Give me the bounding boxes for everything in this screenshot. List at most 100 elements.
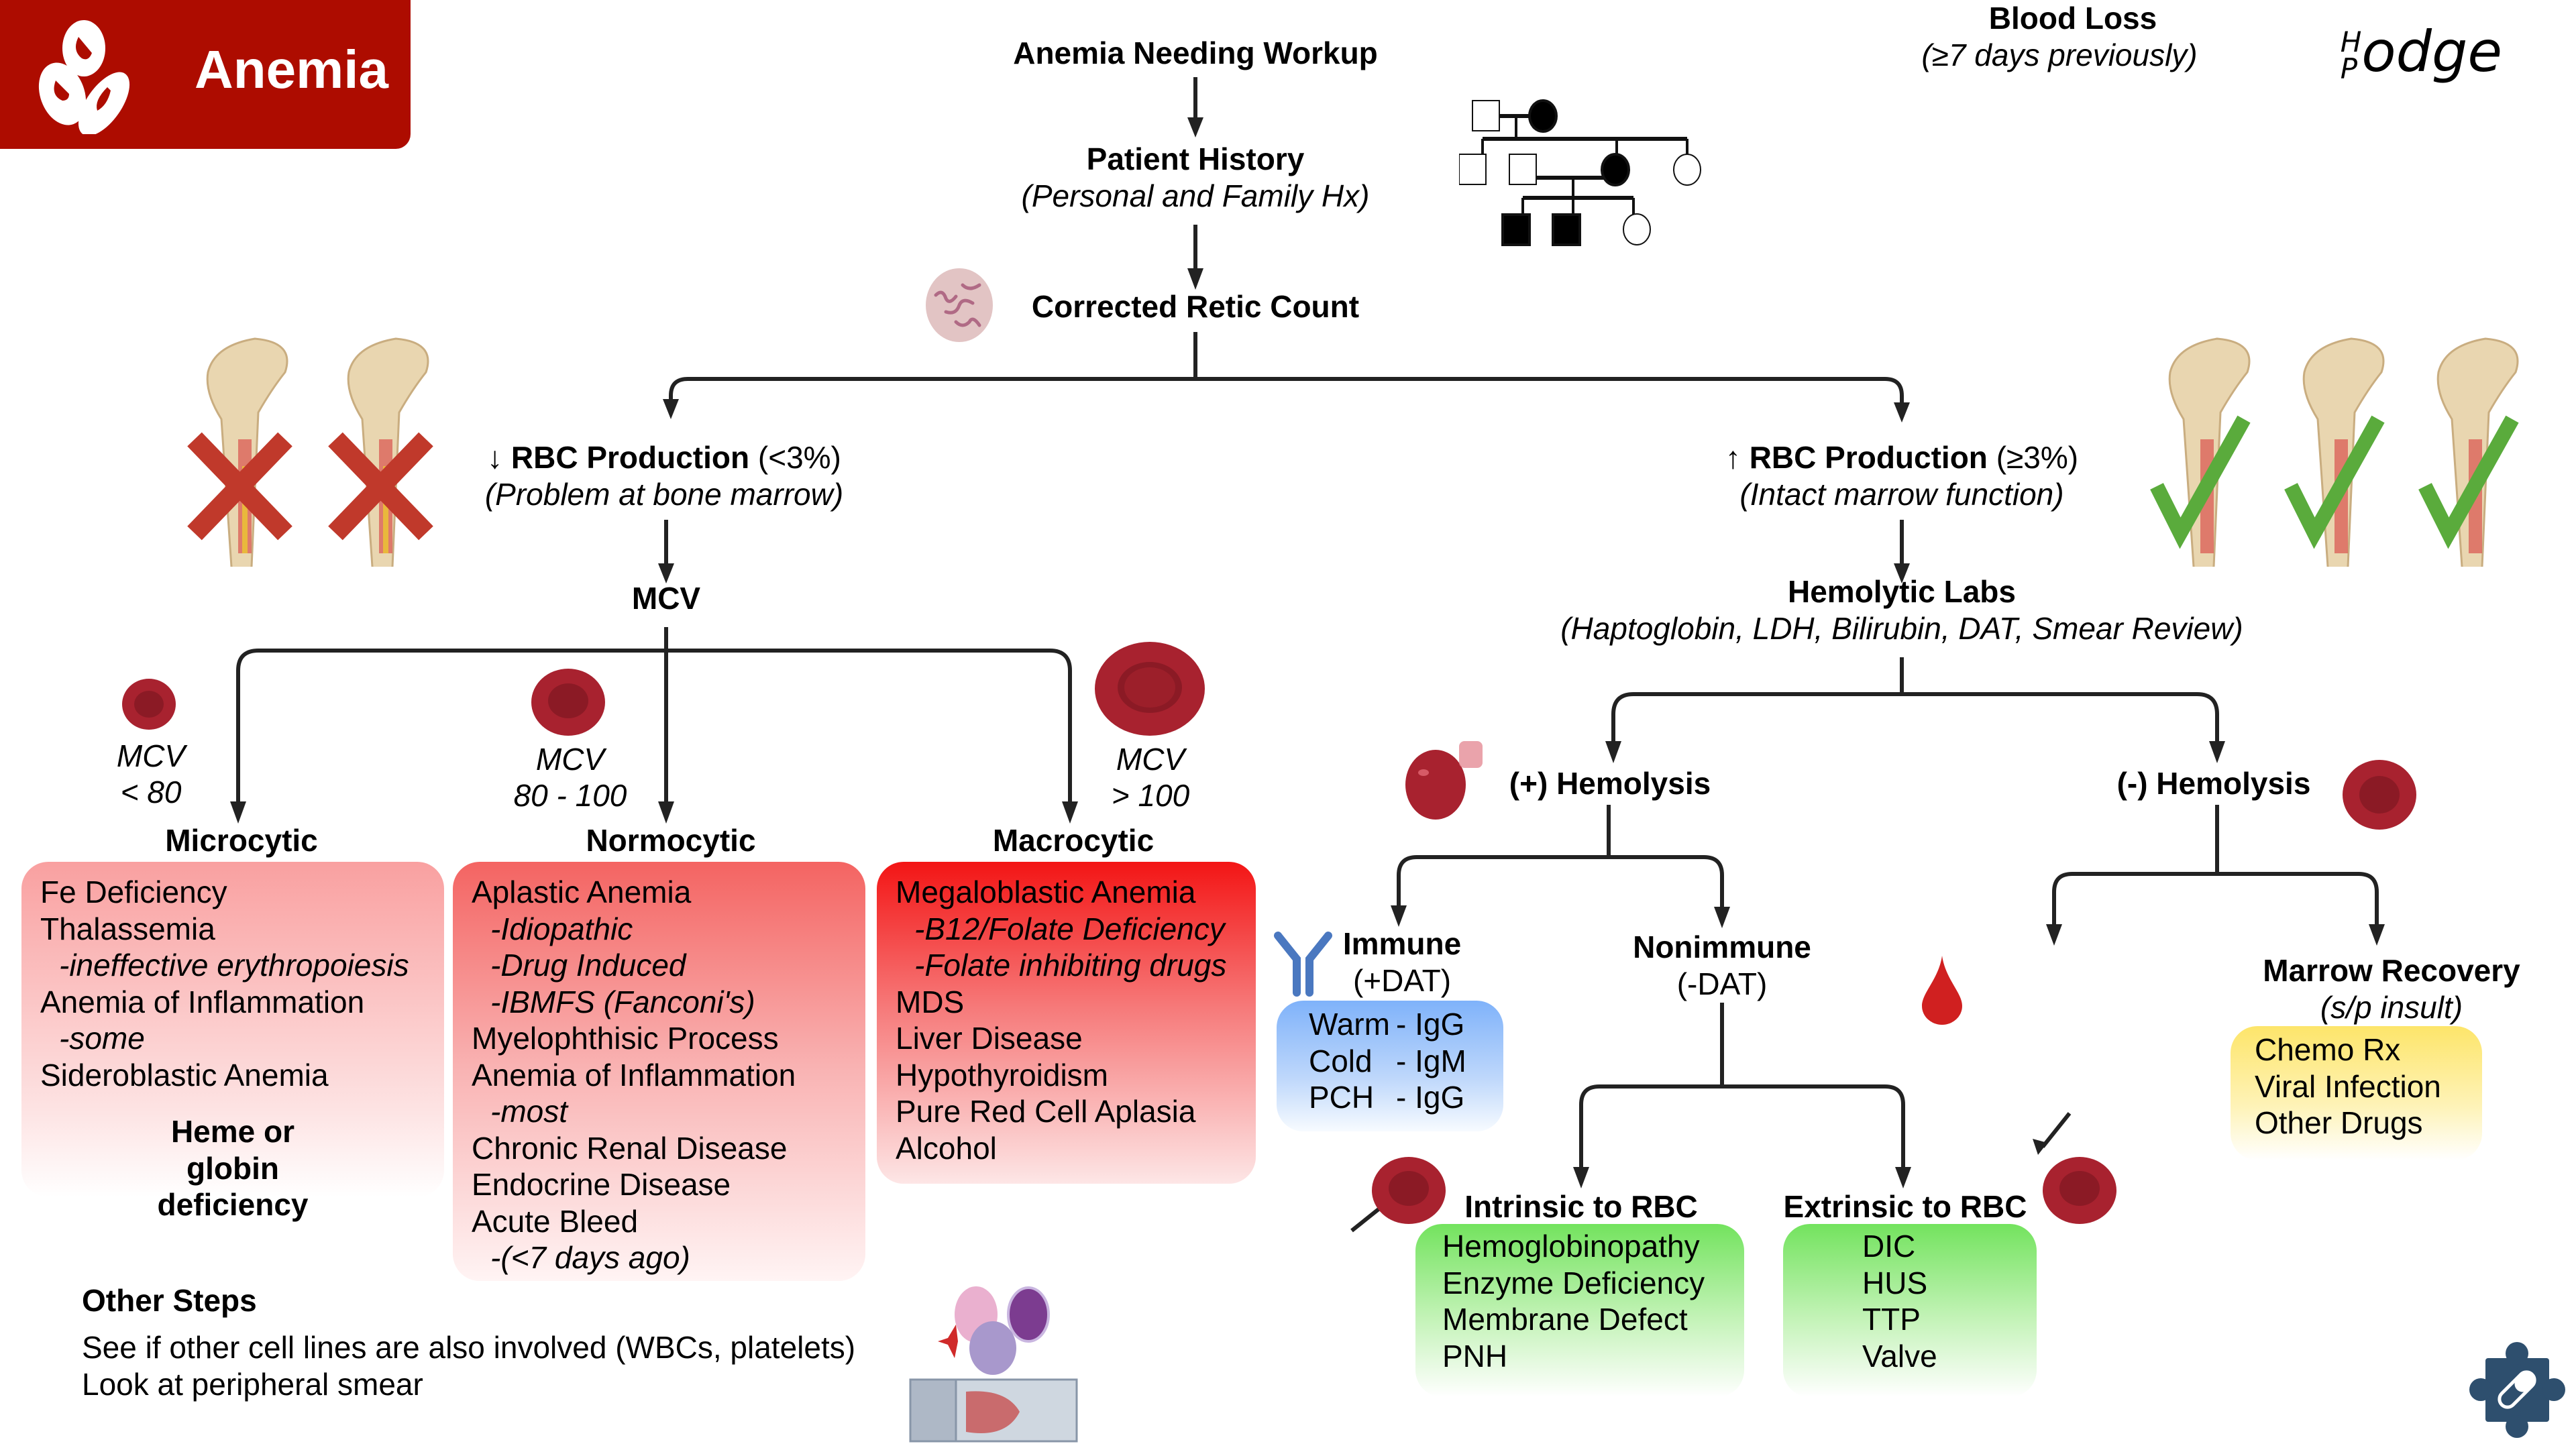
- down-arrow-icon: ↓: [487, 440, 503, 475]
- high-rbc-production-node: ↑ RBC Production (≥3%) (Intact marrow fu…: [1667, 439, 2137, 513]
- title-banner: Anemia: [0, 0, 411, 149]
- category-note: Heme or globin deficiency: [157, 1114, 309, 1222]
- high-production-threshold: (≥3%): [1996, 440, 2079, 475]
- marrow-recovery-subtitle: (s/p insult): [2320, 990, 2463, 1025]
- list-item: TTP: [1862, 1302, 1921, 1337]
- list-item: Myelophthisic Process: [472, 1021, 779, 1056]
- low-rbc-production-node: ↓ RBC Production (<3%) (Problem at bone …: [429, 439, 899, 513]
- positive-hemolysis-node: (+) Hemolysis: [1509, 766, 1711, 801]
- negative-hemolysis-node: (-) Hemolysis: [2116, 766, 2311, 801]
- red-blood-cells-icon: [38, 20, 130, 134]
- immune-type-row: Cold- IgM: [1309, 1043, 1471, 1080]
- patient-history-node: Patient History (Personal and Family Hx): [961, 141, 1430, 215]
- other-steps-title: Other Steps: [82, 1283, 257, 1318]
- nonimmune-node: Nonimmune (-DAT): [1588, 929, 1856, 1003]
- list-item: Acute Bleed: [472, 1203, 639, 1239]
- page-title: Anemia: [195, 40, 388, 99]
- blood-loss-node: Blood Loss (≥7 days previously): [1912, 0, 2207, 74]
- list-item: Viral Infection: [2255, 1068, 2441, 1104]
- immune-type: Warm: [1309, 1007, 1390, 1042]
- mcv-range: 80 - 100: [513, 778, 627, 813]
- list-item: Fe Deficiency: [40, 875, 227, 909]
- blood-drop-icon: [1922, 956, 1962, 1025]
- microcytic-title: Microcytic: [165, 823, 318, 858]
- other-step-item: Look at peripheral smear: [82, 1367, 423, 1402]
- high-production-subtitle: (Intact marrow function): [1739, 477, 2064, 512]
- normal-rbc-icon: [531, 669, 605, 736]
- up-arrow-icon: ↑: [1725, 440, 1741, 475]
- extrinsic-title: Extrinsic to RBC: [1783, 1189, 2027, 1224]
- rbc-icon: [2343, 760, 2416, 830]
- history-subtitle: (Personal and Family Hx): [1021, 178, 1370, 213]
- nonimmune-subtitle: (-DAT): [1676, 966, 1768, 1001]
- list-item: Enzyme Deficiency: [1442, 1265, 1705, 1300]
- antibody-icon: [1274, 932, 1332, 997]
- retic-count-node: Corrected Retic Count: [1031, 289, 1360, 324]
- mcv-label: MCV: [1116, 742, 1185, 777]
- immune-type-row: PCH - IgG: [1309, 1079, 1471, 1116]
- list-item: Valve: [1862, 1338, 1937, 1374]
- other-steps-list: See if other cell lines are also involve…: [82, 1329, 855, 1403]
- small-rbc-icon: [122, 679, 176, 730]
- mcv-range-macro: MCV > 100: [1080, 741, 1221, 814]
- normocytic-title: Normocytic: [586, 823, 756, 858]
- list-item: Other Drugs: [2255, 1105, 2423, 1140]
- mcv-label: MCV: [535, 742, 605, 777]
- immune-type: PCH: [1309, 1080, 1375, 1115]
- list-item: PNH: [1442, 1338, 1508, 1374]
- antibody-class: - IgG: [1396, 1007, 1465, 1042]
- other-step-item: See if other cell lines are also involve…: [82, 1330, 856, 1365]
- list-item: -Drug Induced: [490, 948, 686, 983]
- list-item: Aplastic Anemia: [472, 875, 692, 909]
- immune-type-row: Warm- IgG: [1309, 1006, 1471, 1043]
- rbc-icon: [2043, 1157, 2116, 1224]
- list-item: Sideroblastic Anemia: [40, 1057, 329, 1093]
- list-item: Thalassemia: [40, 911, 215, 946]
- normocytic-list: Aplastic Anemia-Idiopathic-Drug Induced -…: [453, 862, 865, 1281]
- list-item: Pure Red Cell Aplasia: [896, 1094, 1196, 1129]
- low-production-subtitle: (Problem at bone marrow): [484, 477, 844, 512]
- nonimmune-title: Nonimmune: [1633, 930, 1811, 964]
- reticulocyte-icon: [926, 268, 993, 342]
- list-item: -Folate inhibiting drugs: [914, 948, 1227, 983]
- high-production-title: RBC Production: [1749, 440, 1988, 475]
- list-item: -ineffective erythropoiesis: [59, 948, 409, 983]
- list-item: Chronic Renal Disease: [472, 1130, 788, 1166]
- antibody-class: - IgG: [1396, 1080, 1465, 1115]
- pedigree-icon: [1459, 99, 1701, 246]
- mcv-range: > 100: [1111, 778, 1190, 813]
- list-item: -B12/Folate Deficiency: [914, 911, 1225, 946]
- lysed-rbc-icon: [1405, 741, 1483, 820]
- history-title: Patient History: [1086, 142, 1305, 176]
- blood-loss-title: Blood Loss: [1988, 1, 2157, 36]
- list-item: -some: [59, 1021, 145, 1056]
- list-item: Membrane Defect: [1442, 1302, 1688, 1337]
- hemolytic-labs-node: Hemolytic Labs (Haptoglobin, LDH, Biliru…: [1499, 573, 2304, 647]
- failed-marrow-bones-icon: [187, 337, 433, 567]
- blood-loss-subtitle: (≥7 days previously): [1921, 38, 2198, 72]
- marrow-recovery-title: Marrow Recovery: [2263, 953, 2520, 988]
- list-item: -most: [490, 1094, 568, 1129]
- list-item: MDS: [896, 984, 965, 1019]
- smear-slide-icon: [909, 1378, 1078, 1443]
- list-item: -Idiopathic: [490, 911, 633, 946]
- list-item: Anemia of Inflammation: [40, 984, 365, 1019]
- list-item: HUS: [1862, 1265, 1928, 1300]
- hemolytic-labs-title: Hemolytic Labs: [1788, 574, 2016, 609]
- list-item: Chemo Rx: [2255, 1032, 2401, 1067]
- antibody-class: - IgM: [1396, 1043, 1466, 1078]
- mcv-node: MCV: [631, 581, 701, 616]
- blood-cells-icon: [938, 1286, 1050, 1375]
- mcv-label: MCV: [116, 738, 186, 773]
- logo-bottom-letter: P: [2340, 52, 2358, 86]
- list-item: Liver Disease: [896, 1021, 1083, 1056]
- list-item: DIC: [1862, 1229, 1916, 1264]
- list-item: Hypothyroidism: [896, 1057, 1108, 1093]
